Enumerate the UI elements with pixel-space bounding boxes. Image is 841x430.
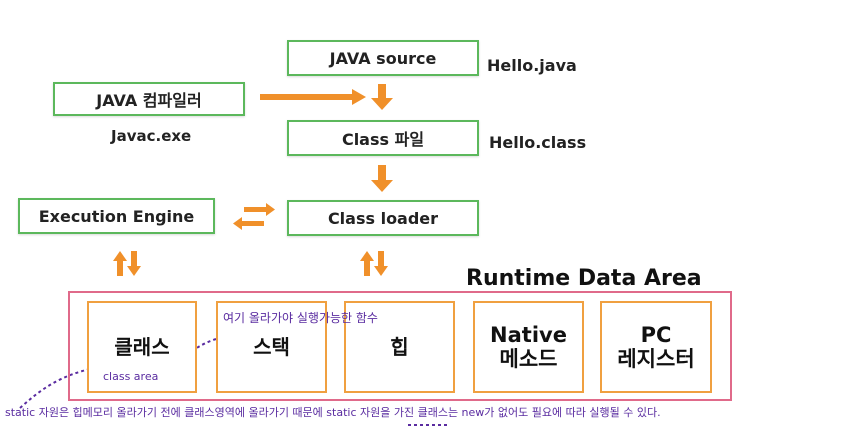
- java-compiler-label: JAVA 컴파일러: [96, 91, 202, 110]
- stack-label: 스택: [253, 334, 290, 359]
- arrow-loader-updown: [360, 251, 388, 276]
- java-source-label: JAVA source: [329, 48, 437, 68]
- native-label-line2: 메소드: [499, 347, 558, 371]
- memory-class-area: 클래스: [87, 301, 197, 393]
- memory-pc-register: PC 레지스터: [600, 301, 712, 393]
- memory-native-method: Native 메소드: [473, 301, 584, 393]
- memory-heap: 힙: [344, 301, 455, 393]
- runtime-data-area-frame: [68, 291, 732, 401]
- hello-java-label: Hello.java: [487, 56, 577, 75]
- execution-engine-label: Execution Engine: [38, 206, 195, 226]
- arrow-compiler-right: [260, 89, 366, 105]
- memory-stack: 스택: [216, 301, 327, 393]
- static-annotation: static 자원은 힙메모리 올라가기 전에 클래스영역에 올라가기 때문에 …: [5, 406, 661, 419]
- annotation-curve-static: [19, 367, 96, 409]
- arrow-source-down: [371, 84, 393, 110]
- heap-label: 힙: [390, 334, 409, 359]
- javac-label: Javac.exe: [111, 127, 192, 145]
- arrow-classfile-down: [371, 165, 393, 192]
- class-file-box: Class 파일: [287, 120, 479, 156]
- execution-engine-box: Execution Engine: [18, 198, 215, 234]
- hello-class-label: Hello.class: [489, 133, 587, 152]
- class-area-annotation: class area: [103, 370, 159, 383]
- runtime-data-area-title: Runtime Data Area: [458, 266, 710, 291]
- class-loader-label: Class loader: [327, 208, 439, 228]
- class-file-label: Class 파일: [341, 130, 425, 149]
- java-source-box: JAVA source: [287, 40, 479, 76]
- arrow-engine-updown: [113, 251, 141, 276]
- class-loader-box: Class loader: [287, 200, 479, 236]
- stack-annotation: 여기 올라가야 실행가능한 함수: [223, 311, 378, 325]
- class-area-label: 클래스: [114, 334, 170, 359]
- pc-label-line1: PC: [640, 322, 672, 347]
- pc-label-line2: 레지스터: [617, 347, 695, 371]
- java-compiler-box: JAVA 컴파일러: [53, 82, 245, 116]
- native-label-line1: Native: [490, 322, 567, 347]
- arrow-engine-loader-bidirectional: [233, 203, 275, 230]
